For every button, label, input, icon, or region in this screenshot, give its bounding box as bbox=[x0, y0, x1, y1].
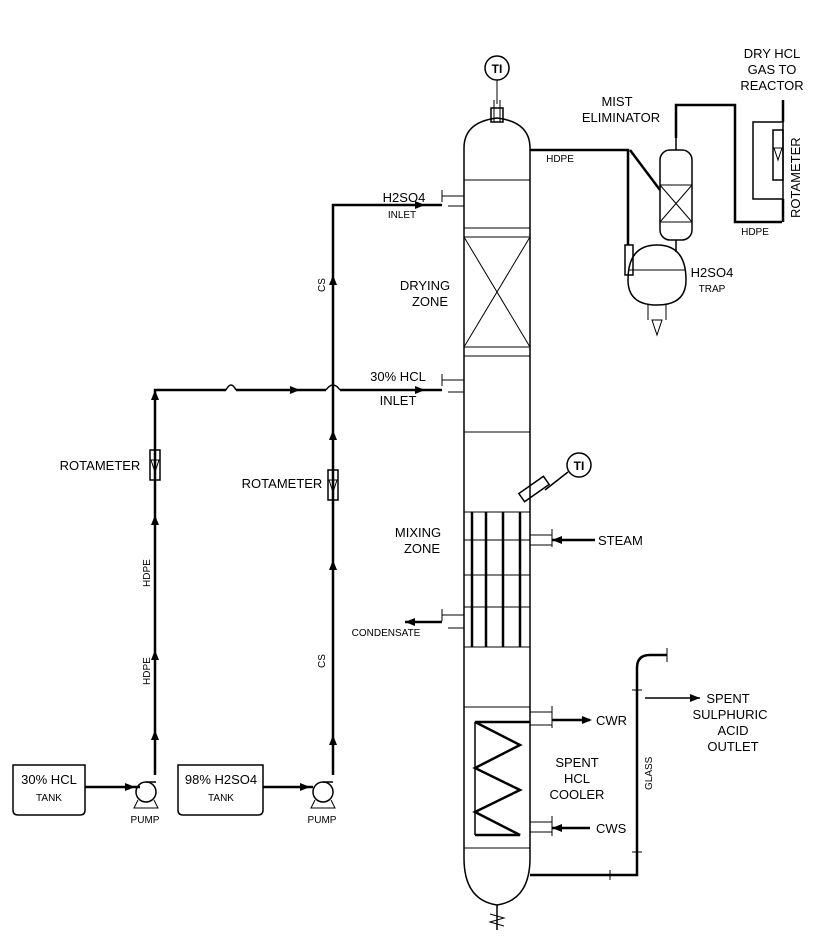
main-column bbox=[463, 80, 531, 930]
spent-acid-label-3: ACID bbox=[717, 723, 748, 738]
temperature-indicator-top: TI bbox=[484, 55, 510, 81]
hdpe-top-label: HDPE bbox=[546, 154, 574, 165]
ti-top-label: TI bbox=[492, 62, 503, 76]
mixing-zone-tubes bbox=[464, 512, 530, 647]
tank-h2so4 bbox=[177, 764, 264, 816]
cooler-coil bbox=[472, 720, 530, 837]
spent-acid-label-2: SULPHURIC bbox=[692, 707, 767, 722]
hdpe-left-lower-label: HDPE bbox=[142, 657, 153, 685]
spent-acid-label-1: SPENT bbox=[706, 691, 749, 706]
dry-gas-label-3: REACTOR bbox=[740, 78, 803, 93]
pump-2-label: PUMP bbox=[308, 815, 337, 826]
pump-2 bbox=[310, 781, 336, 809]
tank-h2so4-label-2: TANK bbox=[208, 793, 234, 804]
spent-acid-label-4: OUTLET bbox=[707, 739, 758, 754]
packing-cross-2 bbox=[463, 236, 531, 348]
text-labels: DRY HCL GAS TO REACTOR MIST ELIMINATOR R… bbox=[21, 46, 803, 836]
cooler-label-1: SPENT bbox=[555, 755, 598, 770]
tank-hcl bbox=[12, 764, 86, 816]
rotameter-right-label: ROTAMETER bbox=[788, 137, 803, 218]
column-nozzles bbox=[441, 190, 553, 836]
h2so4-inlet-label: H2SO4 bbox=[383, 190, 426, 205]
acid-trap bbox=[627, 244, 687, 337]
cws-label: CWS bbox=[596, 821, 627, 836]
mist-label-1: MIST bbox=[601, 94, 632, 109]
tank-hcl-label-1: 30% HCL bbox=[21, 772, 77, 787]
feed-lines bbox=[85, 201, 442, 791]
rotameter-right bbox=[752, 100, 785, 222]
mist-eliminator bbox=[659, 103, 782, 252]
rotameter-left-label: ROTAMETER bbox=[60, 458, 141, 473]
rotameter-left bbox=[149, 449, 161, 481]
rotameter-mid bbox=[327, 469, 339, 501]
cs-lower-label: CS bbox=[317, 654, 328, 668]
h2so4-inlet-sub-label: INLET bbox=[388, 210, 416, 221]
steam-label: STEAM bbox=[598, 533, 643, 548]
utility-lines bbox=[405, 536, 595, 832]
hdpe-left-upper-label: HDPE bbox=[142, 559, 153, 587]
cooler-label-2: HCL bbox=[564, 771, 590, 786]
hcl-inlet-label-1: 30% HCL bbox=[370, 369, 426, 384]
trap-sub-label: TRAP bbox=[699, 284, 726, 295]
cs-upper-label: CS bbox=[317, 278, 328, 292]
dry-gas-label-1: DRY HCL bbox=[744, 46, 801, 61]
cwr-label: CWR bbox=[596, 713, 627, 728]
mist-label-2: ELIMINATOR bbox=[582, 110, 660, 125]
condensate-label: CONDENSATE bbox=[352, 628, 421, 639]
dry-gas-label-2: GAS TO bbox=[748, 62, 797, 77]
pump-1 bbox=[133, 781, 159, 809]
cooler-label-3: COOLER bbox=[550, 787, 605, 802]
mixing-zone-label-1: MIXING bbox=[395, 525, 441, 540]
hdpe-right-label: HDPE bbox=[741, 227, 769, 238]
tank-hcl-label-2: TANK bbox=[36, 793, 62, 804]
hcl-inlet-label-2: INLET bbox=[380, 393, 417, 408]
temperature-indicator-mid: TI bbox=[517, 452, 592, 503]
glass-label: GLASS bbox=[644, 756, 655, 790]
mixing-zone-label-2: ZONE bbox=[404, 541, 440, 556]
rotameter-mid-label: ROTAMETER bbox=[242, 476, 323, 491]
spent-acid-line bbox=[530, 648, 700, 880]
vapor-line-top bbox=[530, 148, 661, 276]
trap-label: H2SO4 bbox=[691, 265, 734, 280]
drying-zone-label-1: DRYING bbox=[400, 278, 450, 293]
pump-1-label: PUMP bbox=[131, 815, 160, 826]
tank-h2so4-label-1: 98% H2SO4 bbox=[185, 772, 257, 787]
drying-zone-label-2: ZONE bbox=[412, 294, 448, 309]
ti-mid-label: TI bbox=[574, 459, 585, 473]
